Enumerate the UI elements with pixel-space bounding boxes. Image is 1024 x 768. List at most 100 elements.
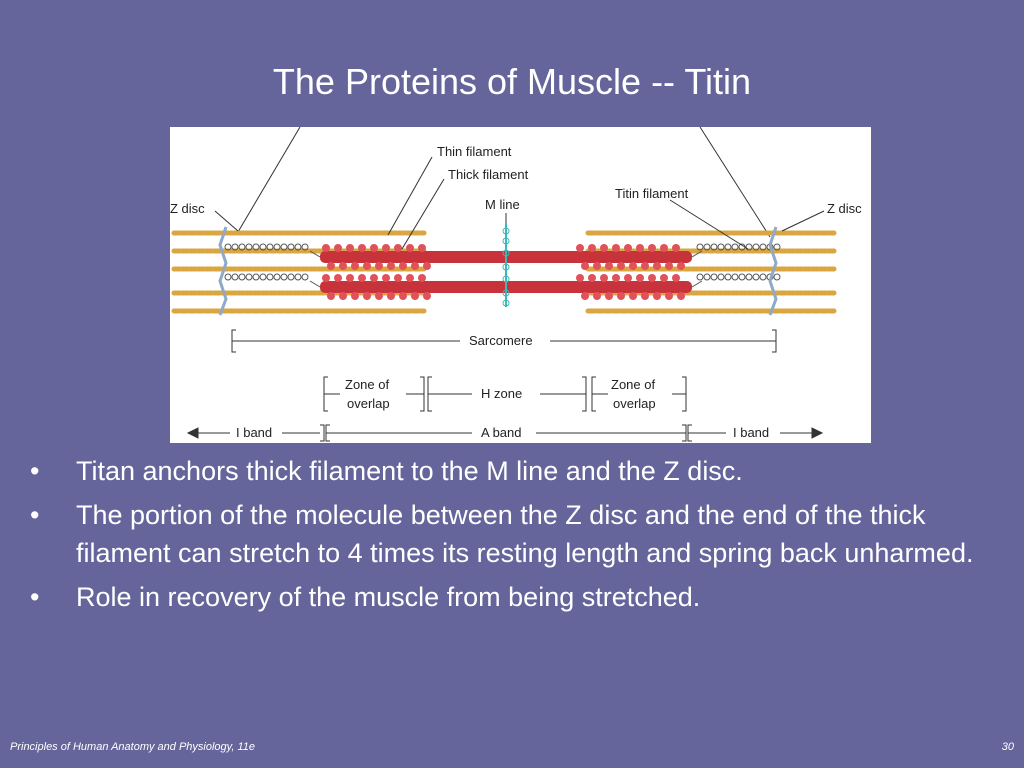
- myosin-head: [588, 244, 596, 252]
- titin-coil: [252, 243, 260, 251]
- leader-line-right: [699, 127, 771, 238]
- pointer-z-disc-left: [214, 210, 239, 232]
- myosin-head: [387, 292, 395, 300]
- myosin-head: [370, 244, 378, 252]
- myosin-head: [672, 274, 680, 282]
- myosin-head: [665, 292, 673, 300]
- label-z-disc-left: Z disc: [170, 201, 205, 216]
- titin-coil: [294, 273, 302, 281]
- titin-coil: [252, 273, 260, 281]
- label-zone-overlap-right-1: Zone of: [611, 377, 655, 392]
- titin-coil: [696, 273, 704, 281]
- myosin-head: [617, 292, 625, 300]
- myosin-head: [387, 262, 395, 270]
- label-zone-overlap-left-2: overlap: [347, 396, 390, 411]
- titin-coil: [731, 243, 739, 251]
- titin-link: [309, 250, 321, 258]
- titin-diagram: Thin filament Thick filament M line Titi…: [170, 127, 871, 443]
- myosin-head: [351, 262, 359, 270]
- myosin-head: [363, 292, 371, 300]
- titin-coil: [773, 273, 781, 281]
- myosin-head: [600, 244, 608, 252]
- myosin-head: [665, 262, 673, 270]
- myosin-head: [617, 262, 625, 270]
- myosin-head: [576, 274, 584, 282]
- titin-coil: [273, 273, 281, 281]
- myosin-head: [636, 274, 644, 282]
- titin-link: [309, 280, 321, 288]
- titin-coil: [696, 243, 704, 251]
- myosin-head: [624, 244, 632, 252]
- titin-coil: [238, 273, 246, 281]
- titin-coil: [745, 273, 753, 281]
- myosin-head: [322, 244, 330, 252]
- myosin-head: [394, 244, 402, 252]
- myosin-head: [641, 292, 649, 300]
- band-arrows: [186, 424, 824, 442]
- myosin-head: [346, 244, 354, 252]
- myosin-head: [411, 292, 419, 300]
- z-disc-right: [768, 226, 778, 316]
- myosin-head: [600, 274, 608, 282]
- myosin-head: [327, 292, 335, 300]
- myosin-head: [399, 262, 407, 270]
- myosin-head: [636, 244, 644, 252]
- titin-coil: [266, 273, 274, 281]
- titin-coil: [238, 243, 246, 251]
- page-number: 30: [1001, 741, 1014, 753]
- titin-coil: [231, 273, 239, 281]
- bullet-marker: •: [30, 582, 40, 612]
- leader-line-left: [237, 127, 301, 233]
- sarcomere-bracket: [231, 329, 777, 353]
- label-i-band-right: I band: [733, 425, 769, 440]
- titin-coil: [717, 243, 725, 251]
- myosin-head: [605, 292, 613, 300]
- titin-coil: [724, 273, 732, 281]
- titin-coil: [752, 273, 760, 281]
- bullet-list: • Titan anchors thick filament to the M …: [30, 452, 1020, 622]
- titin-coil: [231, 243, 239, 251]
- z-disc-left: [218, 226, 228, 316]
- titin-coil: [224, 243, 232, 251]
- myosin-head: [677, 292, 685, 300]
- titin-coil: [273, 243, 281, 251]
- pointer-thick-filament: [401, 178, 445, 250]
- titin-coil: [759, 243, 767, 251]
- titin-coil: [294, 243, 302, 251]
- myosin-head: [593, 262, 601, 270]
- myosin-head: [358, 244, 366, 252]
- myosin-head: [588, 274, 596, 282]
- myosin-head: [382, 244, 390, 252]
- myosin-head: [423, 262, 431, 270]
- bullet-marker: •: [30, 456, 40, 486]
- bullet-item: • Titan anchors thick filament to the M …: [30, 452, 1020, 490]
- bullet-text: Role in recovery of the muscle from bein…: [76, 582, 701, 612]
- myosin-head: [653, 292, 661, 300]
- titin-coil: [773, 243, 781, 251]
- titin-coil: [287, 243, 295, 251]
- myosin-head: [363, 262, 371, 270]
- myosin-head: [605, 262, 613, 270]
- myosin-head: [581, 262, 589, 270]
- myosin-head: [351, 292, 359, 300]
- titin-coil: [703, 273, 711, 281]
- label-zone-overlap-right-2: overlap: [613, 396, 656, 411]
- bullet-item: • The portion of the molecule between th…: [30, 496, 1020, 572]
- myosin-head: [641, 262, 649, 270]
- myosin-head: [406, 244, 414, 252]
- myosin-head: [660, 274, 668, 282]
- titin-coil: [259, 273, 267, 281]
- myosin-head: [339, 292, 347, 300]
- myosin-head: [406, 274, 414, 282]
- myosin-head: [629, 262, 637, 270]
- bullet-item: • Role in recovery of the muscle from be…: [30, 578, 1020, 616]
- myosin-head: [593, 292, 601, 300]
- myosin-head: [375, 262, 383, 270]
- myosin-head: [334, 244, 342, 252]
- myosin-head: [358, 274, 366, 282]
- titin-coil: [280, 243, 288, 251]
- label-titin-filament: Titin filament: [615, 186, 689, 201]
- label-sarcomere: Sarcomere: [469, 333, 533, 348]
- titin-coil: [266, 243, 274, 251]
- slide-title: The Proteins of Muscle -- Titin: [272, 61, 752, 102]
